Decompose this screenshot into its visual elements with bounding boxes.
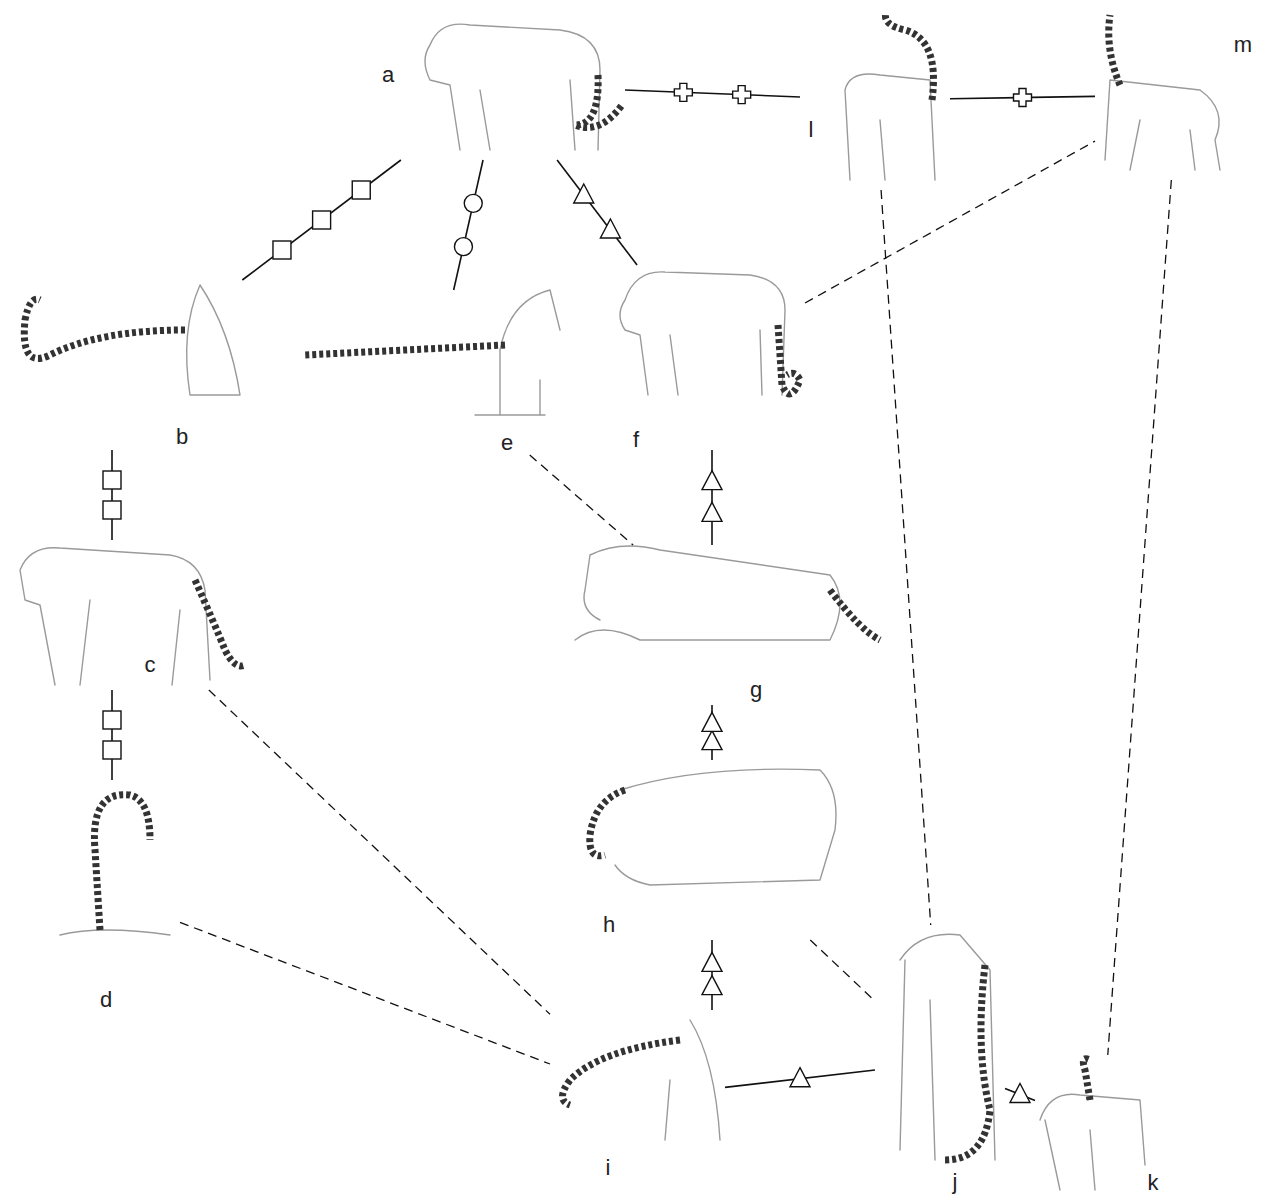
- figure-node: e: [300, 290, 570, 455]
- connector-line: [242, 160, 401, 280]
- figure-letter: b: [176, 424, 188, 450]
- square-marker: [103, 501, 121, 519]
- figure-letter: d: [100, 987, 112, 1013]
- circle-marker: [454, 238, 472, 256]
- figure-node: c: [10, 540, 250, 690]
- posture-link: [103, 690, 121, 780]
- connector-line: [557, 160, 637, 265]
- connector-line: [711, 450, 713, 545]
- cat-k: [1040, 1059, 1145, 1190]
- dashed-link: [805, 141, 1095, 303]
- posture-link: [103, 450, 121, 540]
- figure-letter: i: [606, 1155, 611, 1181]
- triangle-marker: [702, 976, 722, 995]
- figure-node: i: [550, 1010, 725, 1185]
- figure-node: j: [875, 925, 1005, 1200]
- triangle-marker: [702, 502, 722, 521]
- figure-node: b: [15, 280, 245, 450]
- figure-letter: a: [382, 62, 394, 88]
- connector-line: [454, 160, 483, 290]
- posture-link: [702, 705, 722, 760]
- figure-node: a: [375, 10, 625, 160]
- posture-link: [625, 83, 800, 103]
- figure-letter: h: [603, 912, 615, 938]
- figure-letter: k: [1148, 1170, 1159, 1196]
- triangle-marker: [702, 731, 722, 750]
- posture-link: [702, 940, 722, 1010]
- posture-link: [557, 160, 637, 265]
- connector-line: [881, 190, 931, 925]
- dashed-link: [1108, 180, 1172, 1055]
- triangle-marker: [574, 184, 594, 203]
- cat-l: [845, 12, 935, 180]
- square-marker: [352, 181, 370, 199]
- square-marker: [313, 211, 331, 229]
- square-marker: [103, 741, 121, 759]
- cat-g: [575, 546, 880, 640]
- cat-j: [900, 934, 995, 1160]
- connector-line: [530, 455, 633, 545]
- cat-h: [590, 769, 836, 885]
- dashed-link: [180, 922, 550, 1064]
- connector-line: [180, 922, 550, 1064]
- figure-node: d: [50, 780, 180, 1015]
- figure-letter: e: [501, 430, 513, 456]
- connector-line: [209, 690, 550, 1014]
- triangle-marker: [702, 712, 722, 731]
- circle-marker: [464, 194, 482, 212]
- figure-letter: l: [809, 117, 814, 143]
- posture-link: [950, 89, 1095, 107]
- cross-marker: [1014, 89, 1032, 107]
- triangle-marker: [702, 471, 722, 490]
- figure-letter: j: [953, 1169, 958, 1195]
- figure-node: h: [585, 760, 845, 940]
- posture-link: [725, 1068, 875, 1088]
- connector-line: [111, 690, 113, 780]
- posture-link: [454, 160, 483, 290]
- figure-node: f: [610, 265, 805, 450]
- figure-node: m: [1095, 10, 1260, 180]
- square-marker: [103, 711, 121, 729]
- cross-marker: [674, 83, 692, 101]
- triangle-marker: [600, 219, 620, 238]
- posture-link: [242, 160, 401, 280]
- figure-node: k: [1035, 1055, 1170, 1200]
- triangle-marker: [1010, 1084, 1030, 1103]
- posture-link: [1005, 1084, 1035, 1103]
- figure-letter: f: [633, 427, 639, 453]
- connector-line: [1108, 180, 1172, 1055]
- figure-letter: g: [750, 677, 762, 703]
- triangle-marker: [790, 1068, 810, 1087]
- square-marker: [103, 471, 121, 489]
- square-marker: [273, 241, 291, 259]
- figure-node: g: [570, 545, 880, 705]
- connector-line: [111, 450, 113, 540]
- figure-node: l: [800, 10, 950, 190]
- cat-a: [425, 24, 622, 150]
- cat-f: [620, 272, 800, 395]
- cat-d: [60, 795, 170, 935]
- cat-c: [20, 548, 245, 685]
- cat-i: [563, 1020, 721, 1140]
- dashed-link: [810, 940, 875, 1001]
- cat-e: [305, 290, 560, 415]
- cat-b: [24, 285, 240, 395]
- dashed-link: [209, 690, 550, 1014]
- figure-letter: c: [145, 652, 156, 678]
- connector-line: [805, 141, 1095, 303]
- posture-link: [702, 450, 722, 545]
- triangle-marker: [702, 952, 722, 971]
- connector-line: [625, 90, 800, 97]
- figure-letter: m: [1234, 32, 1252, 58]
- cross-marker: [733, 86, 751, 104]
- dashed-link: [530, 455, 633, 545]
- cat-m: [1105, 15, 1220, 170]
- dashed-link: [881, 190, 931, 925]
- connector-line: [810, 940, 875, 1001]
